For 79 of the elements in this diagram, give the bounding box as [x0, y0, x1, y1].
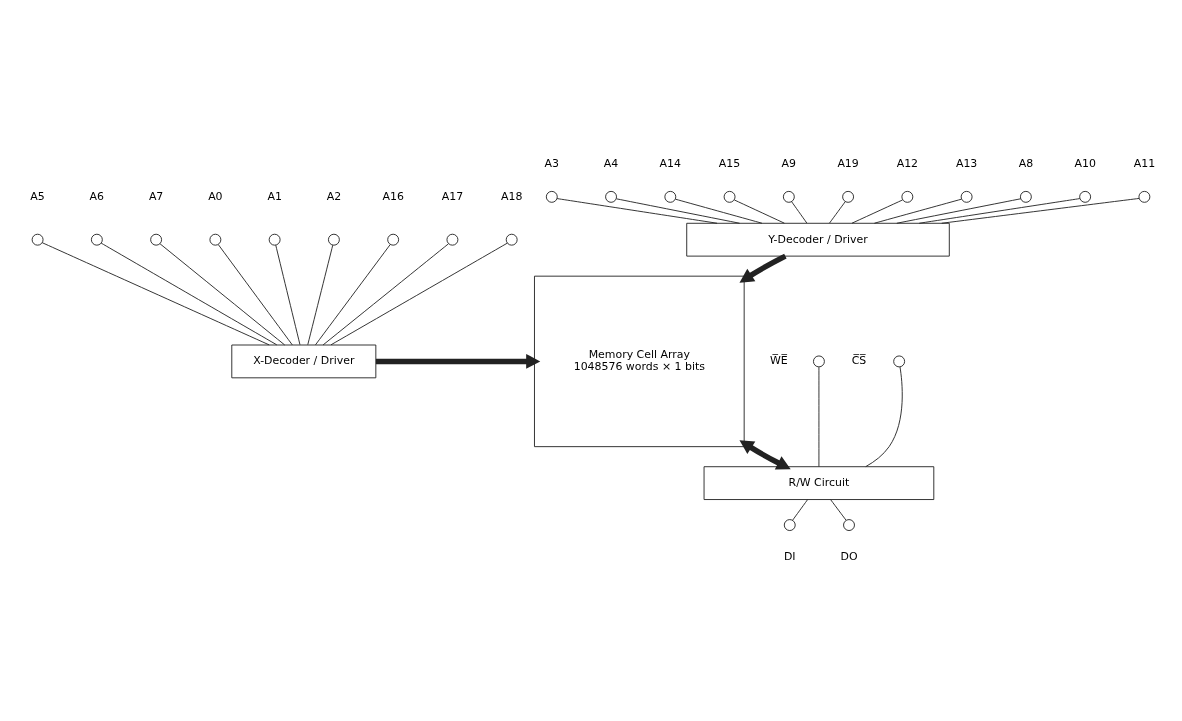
node-circle: [90, 233, 103, 246]
arrow: [739, 253, 787, 283]
connector: [41, 242, 270, 346]
connector: [791, 201, 808, 224]
connector: [307, 244, 334, 346]
node-circle: [268, 233, 281, 246]
node-label: A9: [781, 156, 797, 170]
node-box: Memory Cell Array 1048576 words × 1 bits: [534, 275, 745, 448]
node-label: A18: [500, 189, 523, 203]
node-circle: [1079, 190, 1092, 203]
node-circle: [664, 190, 677, 203]
node-label: A12: [896, 156, 919, 170]
node-circle: [446, 233, 459, 246]
node-box: R/W Circuit: [703, 466, 935, 500]
connector: [941, 198, 1140, 224]
connector: [315, 244, 391, 346]
connector: [829, 201, 846, 224]
node-label: DI: [783, 549, 796, 563]
connector: [322, 243, 449, 346]
connector: [818, 366, 820, 467]
node-circle: [901, 190, 914, 203]
connector: [896, 198, 1022, 224]
node-label: C̅S̅: [851, 354, 867, 368]
connector: [865, 366, 903, 468]
node-label: A19: [837, 156, 859, 170]
connector: [675, 198, 763, 224]
node-label: A0: [208, 189, 223, 203]
node-label: A6: [89, 189, 105, 203]
node-box: X-Decoder / Driver: [231, 344, 377, 379]
connector: [830, 499, 847, 521]
node-label: A13: [955, 156, 978, 170]
node-circle: [605, 190, 617, 203]
node-label: A8: [1018, 156, 1034, 170]
node-label: A16: [382, 189, 404, 203]
connector: [330, 242, 508, 346]
arrow: [375, 354, 541, 369]
connector: [851, 199, 903, 224]
node-circle: [723, 190, 736, 203]
node-circle: [842, 190, 855, 203]
arrow: [739, 440, 791, 470]
connector: [792, 499, 809, 521]
node-circle: [31, 233, 44, 246]
node-circle: [783, 519, 796, 531]
node-label: A14: [659, 156, 682, 170]
node-circle: [893, 355, 906, 368]
node-label: A11: [1133, 156, 1156, 170]
node-circle: [782, 190, 795, 203]
node-circle: [209, 233, 222, 246]
node-circle: [505, 233, 518, 246]
node-label: A4: [603, 156, 619, 170]
node-label: A2: [326, 189, 342, 203]
connector: [217, 244, 293, 346]
node-circle: [327, 233, 340, 246]
connector: [159, 243, 286, 346]
connector: [616, 198, 741, 224]
node-circle: [387, 233, 400, 246]
node-label: A7: [148, 189, 164, 203]
node-label: A15: [718, 156, 741, 170]
node-circle: [1138, 190, 1151, 203]
node-label: A17: [441, 189, 464, 203]
node-label: DO: [840, 549, 858, 563]
node-circle: [843, 519, 855, 531]
node-label: W̅E̅: [769, 354, 788, 368]
node-circle: [1019, 190, 1032, 203]
connector: [874, 198, 962, 224]
connector: [918, 198, 1081, 224]
connector: [100, 242, 278, 346]
node-circle: [813, 355, 825, 368]
connector: [556, 198, 718, 224]
connector: [733, 199, 785, 224]
connector: [275, 244, 301, 346]
node-circle: [960, 190, 973, 203]
node-label: A10: [1074, 156, 1096, 170]
node-label: A1: [267, 189, 282, 203]
node-circle: [545, 190, 558, 203]
node-label: A5: [30, 189, 45, 203]
node-circle: [150, 233, 163, 246]
node-box: Y-Decoder / Driver: [686, 222, 950, 257]
node-label: A3: [544, 156, 560, 170]
